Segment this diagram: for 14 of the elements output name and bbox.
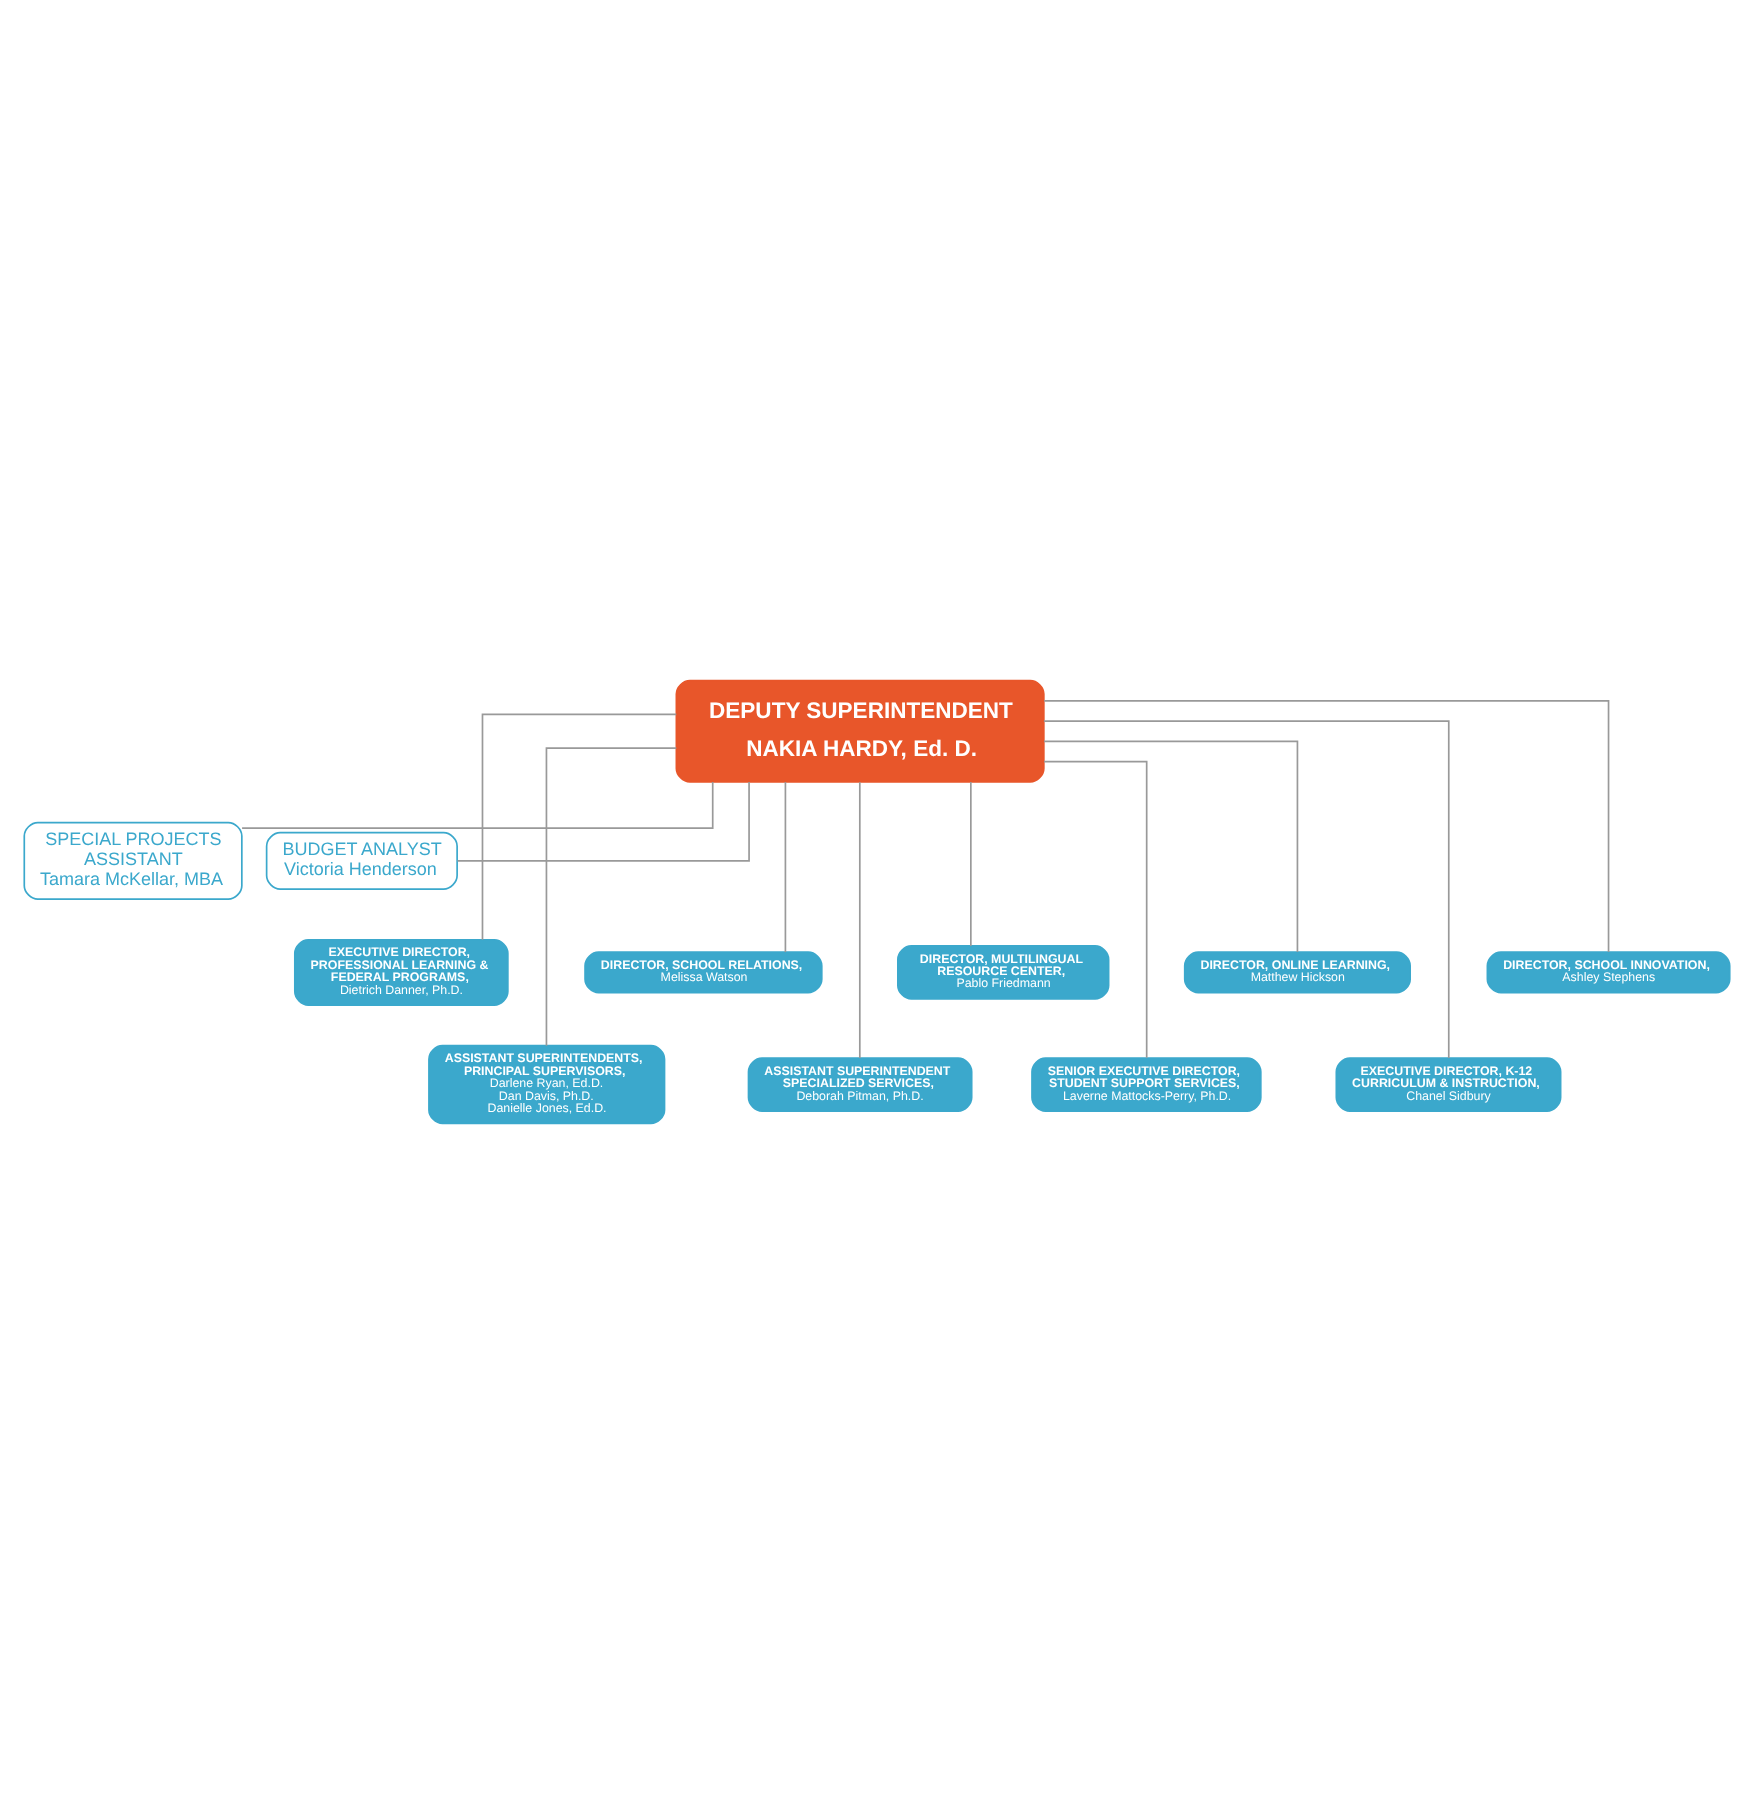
connector (858, 780, 861, 1058)
connector (481, 712, 678, 940)
connector (456, 780, 750, 861)
connector (1043, 698, 1610, 952)
connector (1043, 759, 1148, 1058)
connector (970, 780, 972, 946)
node-box: DEPUTY SUPERINTENDENT NAKIA HARDY, Ed. D. (675, 678, 1045, 782)
connector (241, 780, 714, 828)
connector (784, 780, 787, 952)
connector (1043, 739, 1299, 952)
node-box: SPECIAL PROJECTS ASSISTANT Tamara McKellar, MBA (23, 820, 243, 900)
connector (1043, 719, 1450, 1058)
node-box: BUDGET ANALYST Victoria Henderson (265, 830, 458, 889)
connector (545, 746, 678, 1046)
